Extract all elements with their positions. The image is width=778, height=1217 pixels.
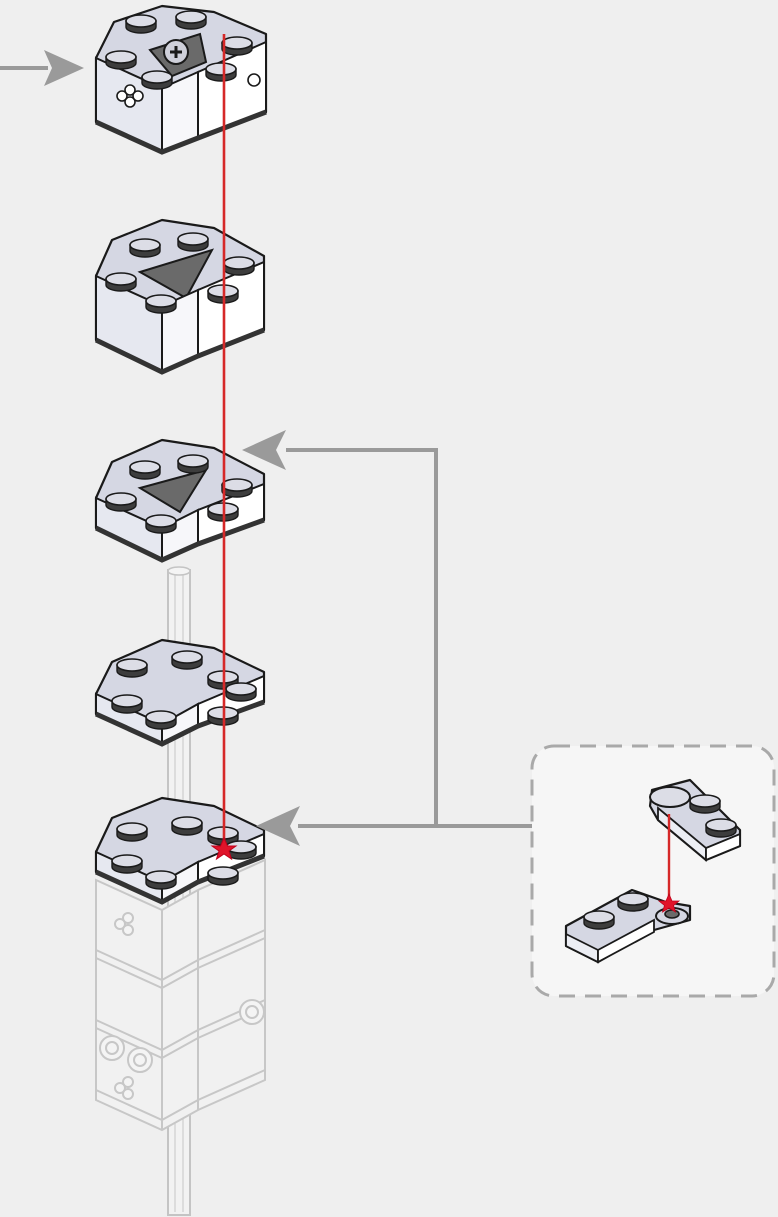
red-star-marker xyxy=(210,836,238,861)
plate-layer-upper xyxy=(94,438,266,563)
plate-layer-lower xyxy=(94,638,266,747)
axle-brick-cap xyxy=(94,4,268,155)
gray-arrow-left xyxy=(242,430,532,846)
detail-callout xyxy=(530,744,776,998)
gray-arrow-right xyxy=(0,50,84,86)
brick-layer xyxy=(94,218,266,375)
ghost-assembled-column xyxy=(95,858,266,1132)
